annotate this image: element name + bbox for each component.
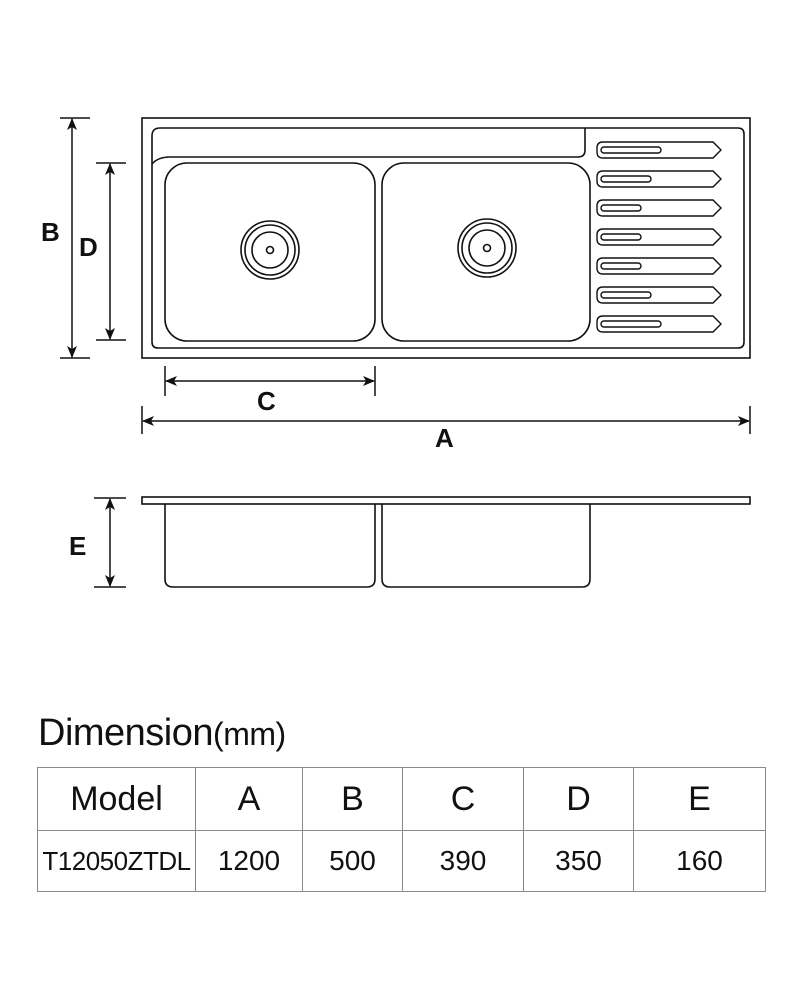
title-text: Dimension	[38, 712, 214, 754]
dimension-d	[96, 162, 126, 341]
dimension-label-d: D	[79, 232, 98, 262]
left-bowl	[164, 162, 376, 342]
header-c: C	[402, 767, 524, 831]
side-view-top-plate	[141, 496, 751, 505]
dimension-a	[141, 406, 751, 434]
cell-c: 390	[402, 830, 524, 892]
dimension-b	[60, 117, 90, 359]
dimension-label-b: B	[41, 217, 60, 247]
dimension-label-a: A	[435, 423, 454, 453]
sink-top-view	[141, 117, 751, 359]
dimension-c	[164, 366, 376, 396]
dimension-e	[94, 497, 126, 588]
side-view-left-bowl	[164, 504, 376, 588]
cell-e: 160	[633, 830, 766, 892]
dimension-label-e: E	[69, 531, 86, 561]
right-bowl	[381, 162, 591, 342]
sink-technical-drawing: B D C A E	[41, 117, 751, 588]
side-view-right-bowl	[381, 504, 591, 588]
dimension-label-c: C	[257, 386, 276, 416]
left-drain	[240, 220, 300, 280]
cell-a: 1200	[195, 830, 303, 892]
right-drain	[457, 218, 517, 278]
cell-model: T12050ZTDL	[37, 830, 196, 892]
title-unit: (mm)	[213, 716, 286, 752]
header-d: D	[523, 767, 634, 831]
cell-d: 350	[523, 830, 634, 892]
table-header-row: Model A B C D E	[37, 767, 766, 831]
splash-ledge	[151, 128, 586, 165]
table-row: T12050ZTDL 1200 500 390 350 160	[37, 830, 766, 892]
dimension-table: Model A B C D E T12050ZTDL 1200 500 390 …	[37, 767, 766, 892]
header-e: E	[633, 767, 766, 831]
dimension-title: Dimension(mm)	[38, 712, 286, 755]
sink-inner-rim	[151, 127, 745, 349]
sink-side-view	[141, 496, 751, 588]
header-a: A	[195, 767, 303, 831]
header-b: B	[302, 767, 403, 831]
cell-b: 500	[302, 830, 403, 892]
header-model: Model	[37, 767, 196, 831]
sink-outer-outline	[141, 117, 751, 359]
drainboard-ribs	[596, 141, 722, 333]
